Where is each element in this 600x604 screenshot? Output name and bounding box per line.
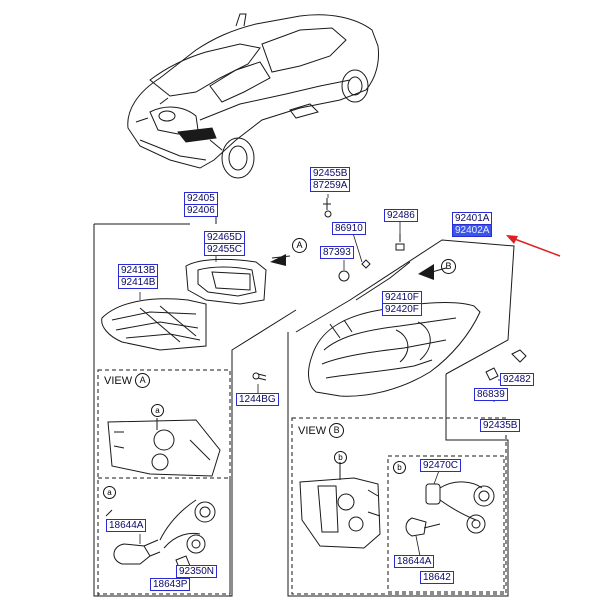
inner-lamp-illustration: [101, 298, 207, 351]
sub-a-box-callout: a: [103, 486, 116, 499]
fastener-parts: [252, 198, 527, 381]
label-18642[interactable]: 18642: [420, 571, 454, 584]
part-number: 92455C: [205, 243, 245, 255]
view-b-bulb-sockets: [405, 481, 495, 537]
outer-lamp-illustration: [308, 302, 481, 397]
view-a-header: VIEW A: [104, 373, 151, 388]
view-a-bulb-sockets: [105, 499, 216, 571]
part-number: 92413B: [121, 265, 156, 276]
view-letter: B: [329, 423, 345, 438]
arrow-a-callout: A: [292, 238, 307, 253]
arrow-b-callout: B: [441, 259, 456, 274]
view-letter: A: [135, 373, 151, 388]
label-92401[interactable]: 92401A 92402A: [452, 212, 493, 237]
label-92465[interactable]: 92465D 92455C: [204, 231, 246, 256]
label-18644-left[interactable]: 18644A: [106, 519, 147, 532]
part-number: 87259A: [311, 179, 350, 191]
label-18643[interactable]: 18643P: [150, 578, 191, 591]
part-number: 92410F: [385, 292, 419, 303]
part-number: 92414B: [119, 276, 158, 288]
vehicle-illustration: [127, 13, 379, 179]
part-number: 92401A: [455, 213, 490, 224]
view-text: VIEW: [298, 424, 327, 437]
label-92410[interactable]: 92410F 92420F: [382, 291, 422, 316]
part-number: 92455B: [313, 168, 348, 179]
gasket-illustration: [185, 258, 267, 305]
label-18644-right[interactable]: 18644A: [394, 555, 435, 568]
label-92482[interactable]: 92482: [500, 373, 534, 386]
part-number-highlighted: 92402A: [453, 224, 492, 236]
label-87393[interactable]: 87393: [320, 246, 354, 259]
view-text: VIEW: [104, 374, 133, 387]
label-86839[interactable]: 86839: [474, 388, 508, 401]
label-92470[interactable]: 92470C: [420, 459, 462, 472]
sub-b-callout: b: [334, 451, 347, 464]
part-number: 92405: [187, 193, 215, 204]
label-86910[interactable]: 86910: [332, 222, 366, 235]
label-92435[interactable]: 92435B: [480, 419, 521, 432]
label-92455[interactable]: 92455B 87259A: [310, 167, 351, 192]
view-a-lamp: [107, 418, 221, 477]
sub-a-callout: a: [151, 404, 164, 417]
view-b-header: VIEW B: [298, 423, 345, 438]
label-92486[interactable]: 92486: [384, 209, 418, 222]
label-92413[interactable]: 92413B 92414B: [118, 264, 159, 289]
label-92350[interactable]: 92350N: [176, 565, 218, 578]
part-number: 92465D: [207, 232, 243, 243]
part-number: 92406: [185, 204, 217, 216]
view-b-lamp: [299, 462, 381, 549]
highlight-pointer-arrow: [506, 235, 561, 257]
part-number: 92420F: [383, 303, 421, 315]
sub-b-box-callout: b: [393, 461, 406, 474]
label-1244bg[interactable]: 1244BG: [236, 393, 279, 406]
label-92405[interactable]: 92405 92406: [184, 192, 218, 217]
